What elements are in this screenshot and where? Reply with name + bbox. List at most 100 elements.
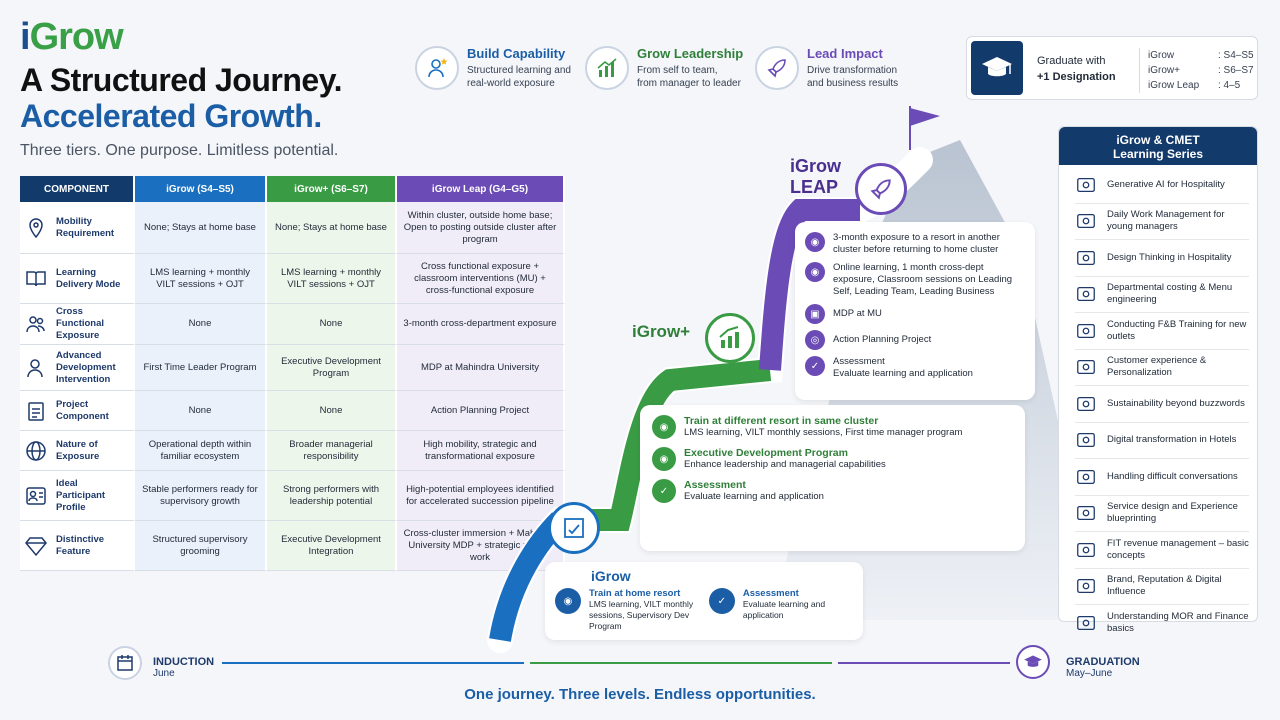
target-icon: ◎ bbox=[805, 330, 825, 350]
series-title2: Learning Series bbox=[1112, 147, 1204, 161]
course-icon bbox=[1077, 469, 1095, 484]
igrow-item-title: Assessment bbox=[742, 588, 799, 599]
course-icon bbox=[1077, 542, 1095, 557]
path-igrow-leap bbox=[759, 199, 860, 371]
graduate-item-value: : S6–S7 bbox=[1218, 65, 1254, 76]
brand-part2: Grow bbox=[29, 16, 124, 58]
training-icon: ◉ bbox=[652, 415, 676, 439]
row-label-cell: Ideal Participant Profile bbox=[20, 471, 135, 521]
graduate-item-value: : S4–S5 bbox=[1218, 50, 1254, 61]
course-icon bbox=[1077, 177, 1095, 192]
feature-line: from manager to leader bbox=[637, 78, 741, 89]
learning-series-item: FIT revenue management – basic concepts bbox=[1075, 532, 1249, 569]
leap-item-text: Assessment bbox=[833, 356, 885, 367]
igrow-plus-cell: None; Stays at home base bbox=[267, 202, 397, 254]
leap-item: ◉3-month exposure to a resort in another… bbox=[805, 232, 1025, 256]
diamond-icon bbox=[25, 536, 47, 556]
graduation-icon bbox=[1016, 645, 1050, 679]
assessment-icon: ✓ bbox=[805, 356, 825, 376]
table-header-row: COMPONENT iGrow (S4–S5) iGrow+ (S6–S7) i… bbox=[20, 176, 565, 202]
feature-title: Grow Leadership bbox=[637, 46, 744, 61]
feature-line: From self to team, bbox=[637, 65, 718, 76]
growth-chart-icon bbox=[585, 46, 629, 90]
igrow-plus-cell: Strong performers with leadership potent… bbox=[267, 471, 397, 521]
igrow-leap-cell: Cross functional exposure + classroom in… bbox=[397, 254, 565, 304]
course-icon bbox=[1077, 250, 1095, 265]
igrow-cell: Stable performers ready for supervisory … bbox=[135, 471, 267, 521]
graduate-item: iGrow+ : S6–S7 bbox=[1148, 63, 1254, 78]
course-icon bbox=[1077, 433, 1095, 448]
leap-item: ◎Action Planning Project bbox=[805, 330, 1025, 350]
graduate-line2: +1 Designation bbox=[1037, 71, 1116, 83]
plus-title: iGrow+ bbox=[632, 322, 691, 341]
clipboard-icon: ✓ bbox=[708, 588, 735, 614]
people-icon: ◉ bbox=[805, 262, 825, 282]
table-header: iGrow (S4–S5) bbox=[135, 176, 267, 202]
learning-series-label: Service design and Experience blueprinti… bbox=[1107, 501, 1238, 525]
igrow-cell: None bbox=[135, 304, 267, 345]
igrow-plus-cell: None bbox=[267, 304, 397, 345]
assessment-icon: ✓ bbox=[652, 479, 676, 503]
learning-series-label: FIT revenue management – basic concepts bbox=[1107, 537, 1249, 561]
location-pin-icon bbox=[29, 217, 43, 238]
table-row: Nature of Exposure Operational depth wit… bbox=[20, 431, 565, 471]
learning-series-item: Service design and Experience blueprinti… bbox=[1075, 496, 1249, 532]
tagline: Three tiers. One purpose. Limitless pote… bbox=[20, 142, 339, 159]
rocket-icon bbox=[755, 46, 799, 90]
row-label: Mobility Requirement bbox=[56, 215, 115, 239]
people-icon: ◉ bbox=[555, 588, 581, 614]
learning-series-label: Digital transformation in Hotels bbox=[1107, 434, 1237, 446]
table-row: Advanced Development Intervention First … bbox=[20, 345, 565, 391]
course-icon bbox=[1077, 360, 1095, 375]
igrow-cell: Structured supervisory grooming bbox=[135, 521, 267, 571]
course-icon bbox=[1077, 506, 1095, 521]
person-star-icon bbox=[415, 46, 459, 90]
row-label-cell: Project Component bbox=[20, 391, 135, 431]
igrow-level-icon bbox=[548, 502, 600, 554]
path-igrow-plus bbox=[560, 359, 772, 531]
plus-item-title: Train at different resort in same cluste… bbox=[684, 415, 879, 427]
certificate-icon: ▣ bbox=[805, 304, 825, 324]
graduate-item-name: iGrow+ bbox=[1148, 65, 1180, 76]
learning-series-item: Sustainability beyond buzzwords bbox=[1075, 386, 1249, 423]
row-label: Project Component bbox=[56, 398, 109, 422]
row-label: Ideal Participant Profile bbox=[56, 477, 106, 513]
brand-logo: iGrow bbox=[20, 16, 124, 59]
igrow-cell: LMS learning + monthly VILT sessions + O… bbox=[135, 254, 267, 304]
learning-series-label: Generative AI for Hospitality bbox=[1107, 178, 1225, 190]
table-header: iGrow+ (S6–S7) bbox=[267, 176, 397, 202]
course-icon bbox=[1077, 396, 1095, 411]
table-row: Learning Delivery Mode LMS learning + mo… bbox=[20, 254, 565, 304]
person-icon: ◉ bbox=[652, 447, 676, 471]
igrow-cell: None bbox=[135, 391, 267, 431]
learning-series-item: Handling difficult conversations bbox=[1075, 459, 1249, 496]
igrow-leap-cell: MDP at Mahindra University bbox=[397, 345, 565, 391]
table-row: Ideal Participant Profile Stable perform… bbox=[20, 471, 565, 521]
igrow-cell: Operational depth within familiar ecosys… bbox=[135, 431, 267, 471]
graduate-line1: Graduate with bbox=[1037, 55, 1106, 67]
timeline-igrow bbox=[222, 662, 524, 664]
learning-series-item: Design Thinking in Hospitality bbox=[1075, 240, 1249, 277]
induction-sub: June bbox=[153, 668, 175, 679]
learning-series-item: Digital transformation in Hotels bbox=[1075, 423, 1249, 459]
row-label: Cross Functional Exposure bbox=[56, 306, 105, 341]
graduate-item-value: : 4–5 bbox=[1218, 80, 1241, 91]
feature-line: Structured learning and bbox=[467, 65, 571, 76]
leap-item-text: MDP at MU bbox=[833, 308, 882, 319]
timeline-igrow-plus bbox=[530, 662, 832, 664]
igrow-cell: First Time Leader Program bbox=[135, 345, 267, 391]
igrow-leap-cell: High-potential employees identified for … bbox=[397, 471, 565, 521]
graduate-item: iGrow: S4–S5 bbox=[1148, 48, 1254, 63]
leap-item: ▣ MDP at MU bbox=[805, 304, 1025, 324]
plus-item: ◉ Train at different resort in same clust… bbox=[652, 415, 1015, 439]
